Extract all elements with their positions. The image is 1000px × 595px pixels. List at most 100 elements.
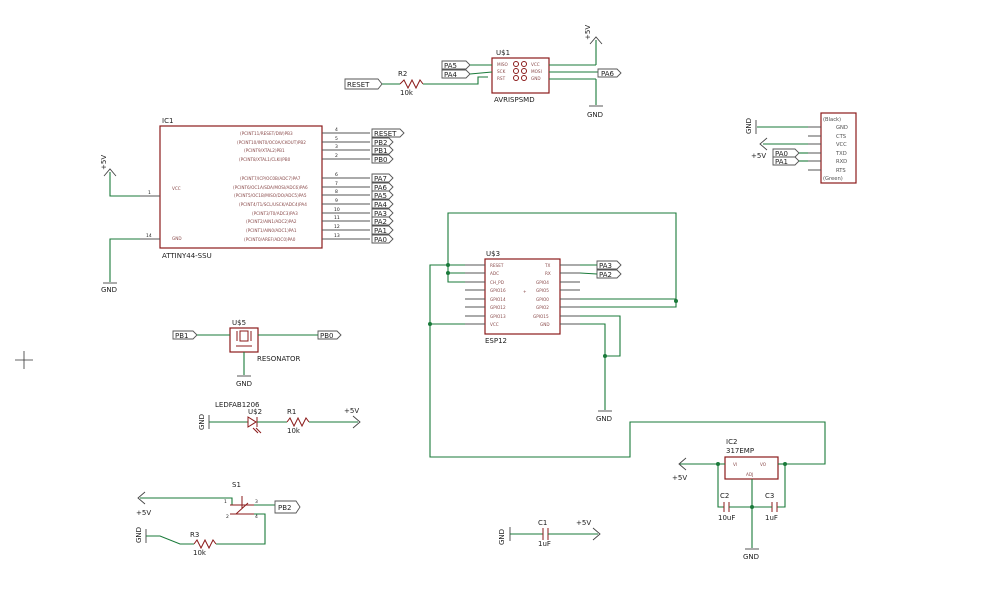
u1-pa6-label: PA6 [601,70,615,78]
s1-pb2-tag [274,500,301,514]
r1-name: R1 [287,408,296,416]
ftdi-power-label: +5V [751,152,766,160]
ic1-tag-pa2: PA2 [374,218,387,226]
ic2-value: 317EMP [726,447,754,455]
ftdi-pa1-tag [772,156,800,166]
u1-pin-rst: RST [497,76,506,81]
ftdi-pin-rxd: RXD [836,159,847,165]
ic2-power-label: +5V [672,474,687,482]
ftdi-gnd-label: GND [745,118,753,134]
u5-resonator[interactable]: U$5 RESONATOR PB1 PB0 GND [172,319,342,388]
ic1-pin-pb3: (PCINT11/RESET/DW)PB3 [240,131,293,136]
ic2-name: IC2 [726,438,737,446]
u3-pin-reset: RESET [490,263,504,268]
u3-pin-gpio14: GPIO14 [490,297,506,302]
ic1-num-7: 7 [335,181,338,187]
ic1-pin-pa0: (PCINT0/AREF/ADC0)PA0 [244,237,296,242]
ic1-power-label: +5V [100,155,108,170]
ic1-attiny44[interactable]: IC1 ATTINY44-SSU VCC GND (PCINT11/RESET/… [100,117,405,294]
ic2-vi-pin: VI [733,462,737,467]
s1-power-label: +5V [136,509,151,517]
reset-net-tag [344,78,383,90]
u3-pin-gpio0: GPIO0 [536,297,549,302]
r2-name: R2 [398,70,407,78]
ic2-adj-pin: ADJ [746,472,753,477]
u5-pb1-label: PB1 [175,332,188,340]
u5-pb1-tag [172,330,198,340]
ftdi-pa0-label: PA0 [775,150,788,158]
c3-value: 1uF [765,514,778,522]
u3-pin-chpd: CH_PD [490,280,504,285]
u3-pin-gpio16: GPIO16 [490,288,506,293]
ic1-pin-pa5: (PCINT5/OC1B/MISO/DO/ADC5)PA5 [234,193,307,198]
u3-name: U$3 [486,250,500,258]
ic1-num-11: 11 [334,215,340,221]
ic1-pin-pa4: (PCINT4/T1/SCL/USCK/ADC4)PA4 [239,202,307,207]
ic1-tag-pb0: PB0 [374,156,387,164]
crosshair-cursor-icon [15,351,33,369]
ftdi-header[interactable]: (Black) (Green) GND CTS VCC TXD RXD RTS … [745,112,857,184]
top-gnd-label: GND [587,111,603,119]
reset-net-label: RESET [347,81,370,89]
s1-switch-circuit[interactable]: S1 +5V 1 2 3 4 PB2 GND R3 10k [135,481,301,557]
led-part-label: LEDFAB1206 [215,401,260,409]
ic1-num-5: 5 [335,136,338,142]
ic1-tag-pa6: PA6 [374,184,388,192]
s1-name: S1 [232,481,241,489]
ic1-num-12: 12 [334,224,340,230]
ftdi-pin-gnd: GND [836,125,848,131]
led-circuit[interactable]: LEDFAB1206 U$2 GND R1 10k +5V [198,401,361,435]
ic1-vcc-pin: VCC [172,186,181,191]
ic1-gnd-pin: GND [172,236,182,241]
u3-pa2-label: PA2 [599,271,612,279]
u5-gnd-label: GND [236,380,252,388]
r1-resistor [286,416,310,428]
u3-center-mark: + [523,289,527,294]
u3-pin-gpio13: GPIO13 [490,314,506,319]
ftdi-body [820,112,857,184]
u3-pin-rx: RX [545,271,551,276]
c1-gnd-label: GND [498,529,506,545]
u1-pin-mosi: MOSI [531,69,542,74]
top-power-label: +5V [584,25,592,40]
ic1-name: IC1 [162,117,173,125]
ic1-pin-pb1: (PCINT9/XTAL2)PB1 [244,148,285,153]
u3-value: ESP12 [485,337,507,345]
ic1-tag-pb2: PB2 [374,139,387,147]
u3-pin-gpio5: GPIO5 [536,288,549,293]
r2-resistor [399,78,424,90]
u3-esp12[interactable]: U$3 ESP12 RESET ADC CH_PD GPIO16 GPIO14 … [428,212,826,465]
u3-pa3-tag [596,260,622,270]
s1-gnd-label: GND [135,527,143,543]
led-name-label: U$2 [248,408,262,416]
ic1-pin-pa1: (PCINT1/AIN0/ADC1)PA1 [246,228,297,233]
u5-name: U$5 [232,319,246,327]
u3-body [484,258,561,335]
u5-value: RESONATOR [257,355,301,363]
r3-name: R3 [190,531,199,539]
u1-isp-header[interactable]: RESET R2 10k U$1 AVRISPSMD MISO SCK RST … [344,25,622,119]
c2-value: 10uF [718,514,735,522]
ftdi-pin-txd: TXD [835,151,847,157]
ic1-num-6: 6 [335,172,338,178]
u1-pa5-label: PA5 [444,62,457,70]
u3-pa2-tag [596,269,622,279]
ic1-tag-pa4: PA4 [374,201,388,209]
ic1-gnd-label: GND [101,286,117,294]
u3-pin-gpio12: GPIO12 [490,305,506,310]
ic1-num-13: 13 [334,233,340,239]
ftdi-pin-rts: RTS [836,168,846,174]
u1-pa4-tag [441,69,471,79]
r2-value: 10k [400,89,414,97]
ic1-num-2: 2 [335,153,338,159]
ic1-num-10: 10 [334,207,340,213]
ic1-num-3: 3 [335,144,338,150]
u5-pb0-tag [317,330,342,340]
ic2-regulator[interactable]: IC2 317EMP VI VO ADJ +5V C2 10uF C3 1uF … [672,438,787,561]
c1-capacitor[interactable]: GND C1 1uF +5V [498,519,601,548]
ic1-tag-pb1: PB1 [374,147,387,155]
r3-resistor [193,538,217,550]
u1-pin-gnd: GND [531,76,541,81]
r1-value: 10k [287,427,301,435]
